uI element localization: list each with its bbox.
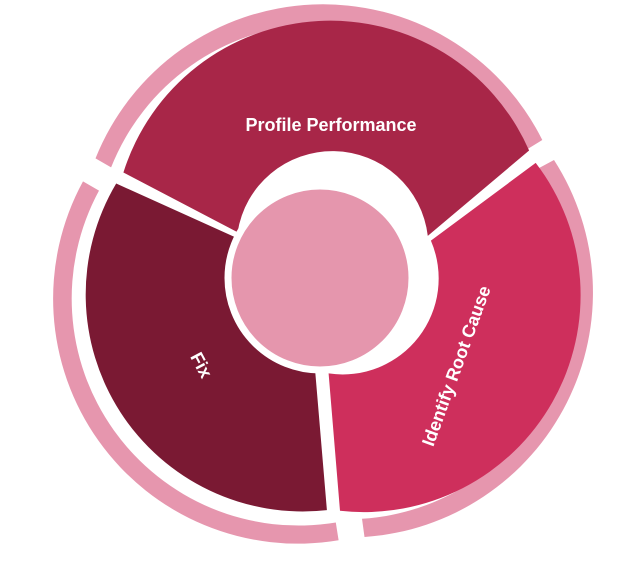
segment-fix	[85, 183, 327, 512]
segment-profile-performance	[123, 20, 530, 236]
outer-ring-arc-right	[53, 181, 339, 544]
outer-ring-arc-bottom	[362, 160, 593, 537]
center-hub	[224, 182, 416, 374]
segment-identify-root-cause	[328, 162, 581, 513]
outer-ring-arc-left	[95, 4, 543, 168]
segment-label-profile-performance: Profile Performance	[245, 115, 416, 135]
